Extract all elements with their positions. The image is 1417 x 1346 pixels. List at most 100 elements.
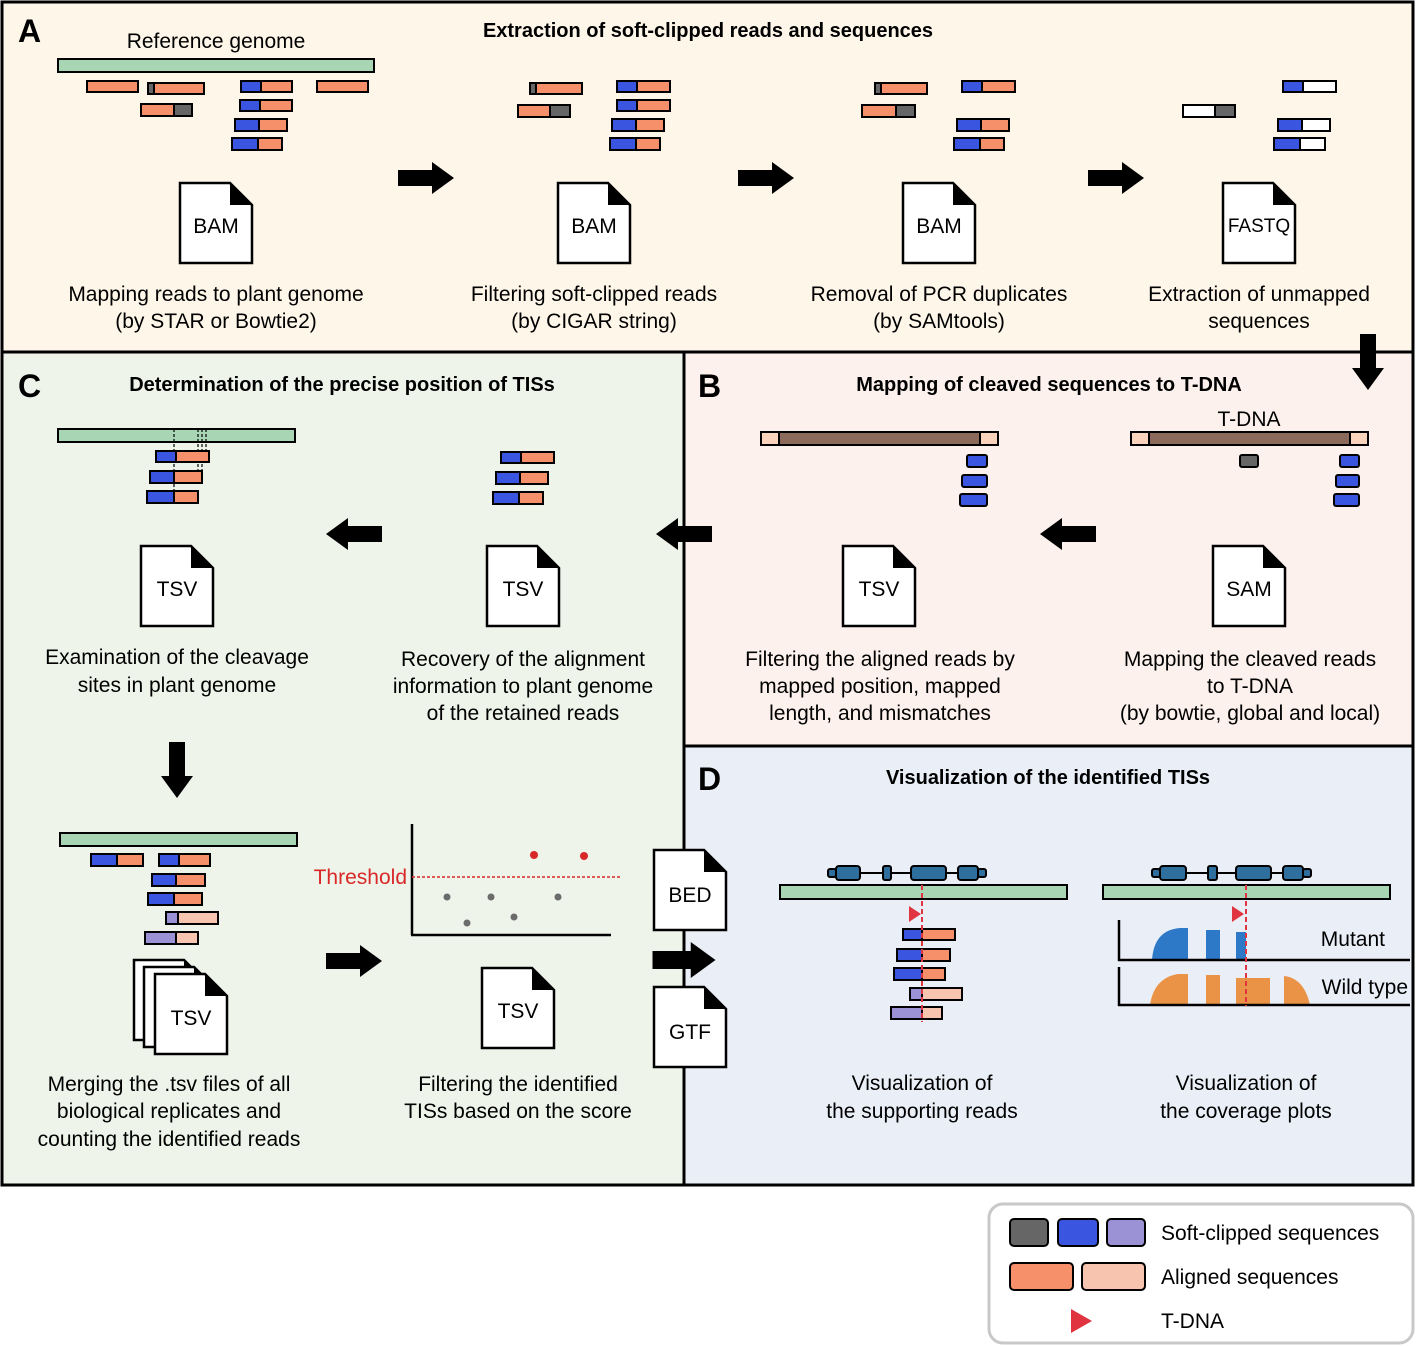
score-scatter-plot: Threshold — [314, 824, 620, 937]
step-b2-caption-line2: mapped position, mapped — [759, 675, 1001, 698]
score-point — [554, 893, 562, 901]
tdna-bar-left — [760, 431, 999, 446]
score-point — [443, 893, 451, 901]
step-b2-file-type: TSV — [859, 578, 900, 601]
threshold-label: Threshold — [314, 866, 407, 889]
step-b1-file-icon: SAM — [1211, 544, 1287, 628]
wildtype-coverage-area — [1150, 974, 1310, 1005]
gene-model-right — [1151, 865, 1312, 881]
step-b1-mapped-sequences — [1239, 454, 1360, 507]
step-c4-file-type: TSV — [498, 1000, 539, 1023]
step-a4-sequences — [1182, 80, 1337, 151]
step-a1-reads — [86, 80, 369, 151]
step-c3-reads — [90, 853, 219, 945]
step-a4-file-type: FASTQ — [1228, 216, 1290, 237]
legend-label-aligned: Aligned sequences — [1161, 1266, 1338, 1289]
step-a2-reads — [517, 80, 671, 151]
step-c1-caption-line1: Recovery of the alignment — [401, 648, 645, 671]
score-point — [463, 919, 471, 927]
plant-genome-bar-d-left — [779, 884, 1068, 900]
step-b1-caption-line1: Mapping the cleaved reads — [1124, 648, 1376, 671]
tdna-insertion-marker-icon — [909, 906, 921, 922]
step-c4-caption-line1: Filtering the identified — [418, 1073, 618, 1096]
step-c3-caption-line1: Merging the .tsv files of all — [48, 1073, 291, 1096]
panel-b: B Mapping of cleaved sequences to T-DNA … — [656, 368, 1380, 725]
step-c1-reads — [492, 451, 555, 505]
score-point — [510, 913, 518, 921]
score-point — [487, 893, 495, 901]
step-c1-caption-line3: of the retained reads — [427, 702, 620, 725]
coverage-track-wildtype: Wild type — [1117, 967, 1410, 1007]
step-a3-caption-line1: Removal of PCR duplicates — [811, 283, 1068, 306]
step-a2-caption-line1: Filtering soft-clipped reads — [471, 283, 717, 306]
score-points — [443, 851, 588, 927]
step-c4-file-icon: TSV — [480, 966, 556, 1050]
step-a3-reads — [861, 80, 1016, 151]
score-point — [530, 851, 538, 859]
panel-c-title: Determination of the precise position of… — [129, 374, 555, 396]
step-a2-file-type: BAM — [571, 215, 617, 238]
step-a4-caption-line1: Extraction of unmapped — [1148, 283, 1370, 306]
reference-genome-label: Reference genome — [127, 30, 306, 53]
step-a2-caption-line2: (by CIGAR string) — [511, 310, 677, 333]
panel-d: D Visualization of the identified TISs — [698, 761, 1410, 1123]
reference-genome-bar — [57, 58, 375, 73]
step-b2-file-icon: TSV — [841, 544, 917, 628]
step-c1-caption-line2: information to plant genome — [393, 675, 653, 698]
legend-item-tdna: T-DNA — [1071, 1309, 1224, 1333]
step-a1-caption-line1: Mapping reads to plant genome — [68, 283, 363, 306]
tdna-label: T-DNA — [1218, 408, 1281, 431]
gtf-file-icon: GTF — [652, 985, 728, 1069]
step-a3-file-icon: BAM — [901, 181, 977, 265]
gtf-file-type: GTF — [669, 1021, 711, 1044]
step-b1-file-type: SAM — [1226, 578, 1272, 601]
step-c2-caption-line1: Examination of the cleavage — [45, 646, 309, 669]
legend-swatch-gray — [1009, 1218, 1049, 1247]
caption-coverage-plots-line1: Visualization of — [1176, 1072, 1317, 1095]
legend-swatch-purple — [1106, 1218, 1146, 1247]
step-b2-caption-line3: length, and mismatches — [769, 702, 991, 725]
step-c3-file-stack-icon: TSV — [132, 958, 229, 1056]
tdna-triangle-icon — [1071, 1309, 1092, 1333]
step-a1-file-icon: BAM — [178, 181, 254, 265]
legend-label-soft-clipped: Soft-clipped sequences — [1161, 1222, 1379, 1245]
panel-d-title: Visualization of the identified TISs — [886, 767, 1210, 789]
panel-a-letter: A — [18, 13, 41, 49]
track-label-wildtype: Wild type — [1322, 976, 1408, 999]
bed-file-icon: BED — [652, 848, 728, 932]
tdna-insertion-marker-icon — [1232, 906, 1244, 922]
step-c2-file-icon: TSV — [139, 544, 215, 628]
coverage-track-mutant: Mutant — [1117, 920, 1410, 962]
bed-file-type: BED — [668, 884, 711, 907]
step-a1-file-type: BAM — [193, 215, 239, 238]
plant-genome-bar-c3 — [59, 832, 298, 847]
panel-c: C Determination of the precise position … — [18, 368, 728, 1151]
tdna-bar-right — [1130, 431, 1369, 446]
step-c3-file-type: TSV — [171, 1007, 212, 1030]
step-b1-caption-line3: (by bowtie, global and local) — [1120, 702, 1380, 725]
step-c2-reads — [146, 450, 210, 504]
legend-item-soft-clipped: Soft-clipped sequences — [1009, 1218, 1379, 1247]
panel-b-background — [682, 350, 1415, 748]
step-c2-file-type: TSV — [157, 578, 198, 601]
caption-supporting-reads-line1: Visualization of — [852, 1072, 993, 1095]
panel-a-title: Extraction of soft-clipped reads and seq… — [483, 20, 933, 42]
legend-item-aligned: Aligned sequences — [1009, 1262, 1338, 1291]
legend-label-tdna: T-DNA — [1161, 1310, 1224, 1333]
track-label-mutant: Mutant — [1321, 928, 1385, 951]
legend: Soft-clipped sequences Aligned sequences… — [987, 1202, 1415, 1345]
score-point — [580, 852, 588, 860]
caption-coverage-plots-line2: the coverage plots — [1160, 1100, 1332, 1123]
mutant-coverage-area — [1152, 928, 1246, 960]
step-a3-file-type: BAM — [916, 215, 962, 238]
panel-d-letter: D — [698, 761, 721, 797]
step-c1-file-icon: TSV — [485, 544, 561, 628]
step-b2-filtered-sequences — [959, 454, 988, 507]
legend-swatch-blue — [1057, 1218, 1099, 1247]
panel-b-letter: B — [698, 368, 721, 404]
panel-a: A Extraction of soft-clipped reads and s… — [18, 13, 1384, 390]
panel-d-background — [682, 744, 1415, 1187]
supporting-reads — [890, 928, 963, 1020]
step-b1-caption-line2: to T-DNA — [1207, 675, 1293, 698]
